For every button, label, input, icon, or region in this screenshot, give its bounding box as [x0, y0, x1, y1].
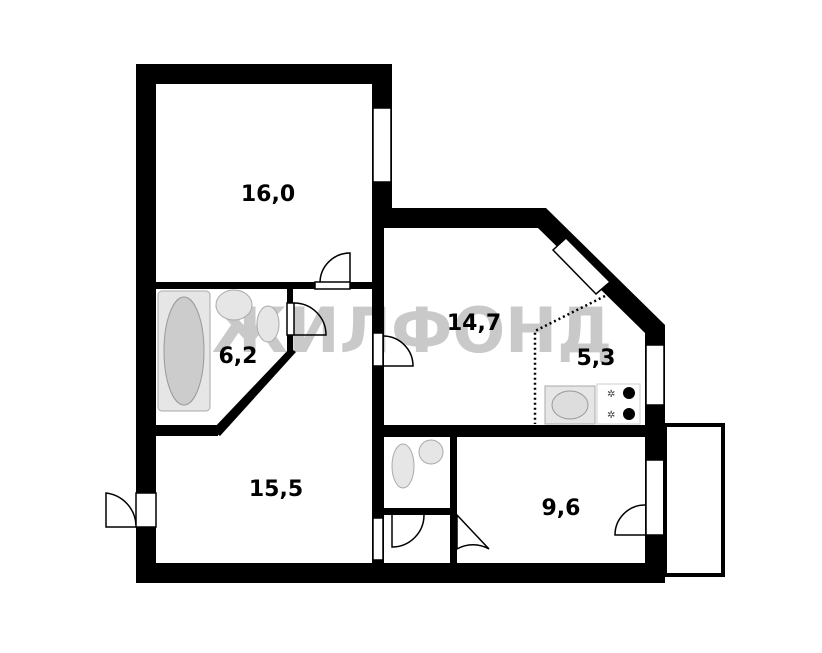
sink-icon	[418, 439, 444, 465]
area-label-room-3: 9,6	[542, 496, 581, 521]
window	[372, 517, 384, 561]
area-labels: 16,0 6,2 14,7 5,3 15,5 9,6	[219, 182, 616, 521]
window	[372, 107, 392, 183]
svg-text:✲: ✲	[607, 389, 615, 400]
windows	[372, 107, 725, 577]
area-label-room-2: 14,7	[447, 311, 501, 336]
fixtures: ✲ ✲	[157, 289, 641, 489]
toilet-icon	[391, 443, 415, 489]
toilet-icon	[256, 305, 280, 343]
balcony	[663, 423, 725, 577]
area-label-kitchen: 5,3	[577, 346, 616, 371]
window	[645, 459, 665, 536]
window	[551, 236, 612, 296]
window	[645, 344, 665, 406]
sink-icon	[215, 289, 253, 321]
zone-divider	[533, 294, 606, 424]
area-label-room-1: 16,0	[241, 182, 295, 207]
area-label-hall: 15,5	[249, 477, 303, 502]
doors	[105, 252, 646, 551]
svg-text:✲: ✲	[607, 410, 615, 421]
area-label-bathroom: 6,2	[219, 344, 258, 369]
